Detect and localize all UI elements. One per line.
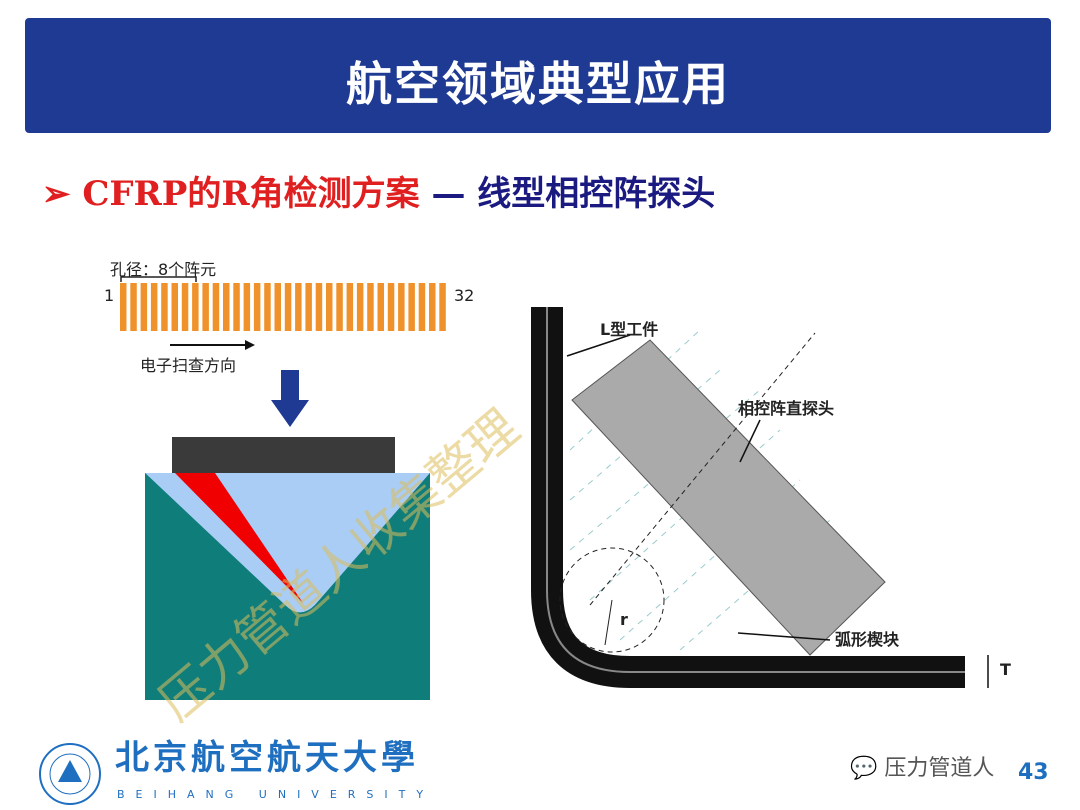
wechat-icon: 💬 xyxy=(850,756,878,781)
array-element xyxy=(243,283,251,331)
university-name-cn: 北京航空航天大學 xyxy=(115,738,419,778)
aperture-bracket xyxy=(120,276,197,282)
title-bar: 航空领域典型应用 xyxy=(25,18,1051,133)
thickness-label: T xyxy=(1000,660,1011,679)
array-element xyxy=(130,283,137,331)
page-number: 43 xyxy=(1018,760,1049,785)
l-workpiece-highlight xyxy=(546,307,965,673)
array-element xyxy=(223,283,230,331)
array-element xyxy=(346,283,354,331)
array-element xyxy=(439,283,446,331)
array-element xyxy=(274,283,281,331)
probe-body xyxy=(571,339,886,656)
beam xyxy=(175,473,303,603)
array-element xyxy=(398,283,405,331)
wedge-outline xyxy=(145,473,430,665)
last-element-label: 32 xyxy=(454,286,475,305)
first-element-label: 1 xyxy=(104,286,115,305)
array-element xyxy=(336,283,343,331)
subtitle-part1: CFRP的R角检测方案 xyxy=(82,174,420,214)
array-element xyxy=(315,283,323,331)
wechat-account-name: 压力管道人 xyxy=(884,756,995,781)
array-element xyxy=(212,283,220,331)
scan-arrow-head xyxy=(245,340,255,350)
array-element xyxy=(181,283,189,331)
probe-label: 相控阵直探头 xyxy=(738,399,835,418)
bullet-icon: ➢ xyxy=(42,174,71,214)
university-name-en: BEIHANG UNIVERSITY xyxy=(117,788,435,801)
array-element xyxy=(202,283,209,331)
array-element xyxy=(356,283,364,331)
array-element xyxy=(150,283,158,331)
wechat-label: 💬 压力管道人 xyxy=(850,750,994,782)
array-element xyxy=(418,283,426,331)
radius-label: r xyxy=(620,610,628,629)
array-element xyxy=(120,283,127,331)
aperture-label: 孔径：8个阵元 xyxy=(110,260,217,279)
slide-title: 航空领域典型应用 xyxy=(346,57,730,111)
array-element xyxy=(305,283,312,331)
array-element xyxy=(429,283,436,331)
probe-block xyxy=(172,437,395,473)
array-element xyxy=(377,283,384,331)
array-element xyxy=(367,283,374,331)
probe-axis xyxy=(589,332,816,606)
array-element xyxy=(284,283,292,331)
leader-lines xyxy=(566,334,989,688)
array-element xyxy=(295,283,302,331)
radius-line xyxy=(604,599,613,646)
array-element xyxy=(387,283,395,331)
array-element xyxy=(233,283,240,331)
subtitle: ➢ CFRP的R角检测方案 — 线型相控阵探头 xyxy=(42,166,715,215)
array-element xyxy=(253,283,261,331)
array-element xyxy=(326,283,333,331)
university-seal-icon xyxy=(39,743,101,805)
down-arrow-icon xyxy=(271,370,309,427)
array-element xyxy=(140,283,148,331)
array-element xyxy=(264,283,271,331)
array-element xyxy=(161,283,168,331)
scan-direction-label: 电子扫查方向 xyxy=(140,356,237,375)
radius-circle xyxy=(559,547,665,653)
wedge-label: 弧形楔块 xyxy=(835,630,900,649)
array-element xyxy=(171,283,178,331)
workpiece-label: L型工件 xyxy=(600,320,659,339)
array-elements xyxy=(120,283,446,331)
array-element xyxy=(408,283,415,331)
subtitle-part2: — 线型相控阵探头 xyxy=(419,174,716,214)
array-element xyxy=(192,283,199,331)
